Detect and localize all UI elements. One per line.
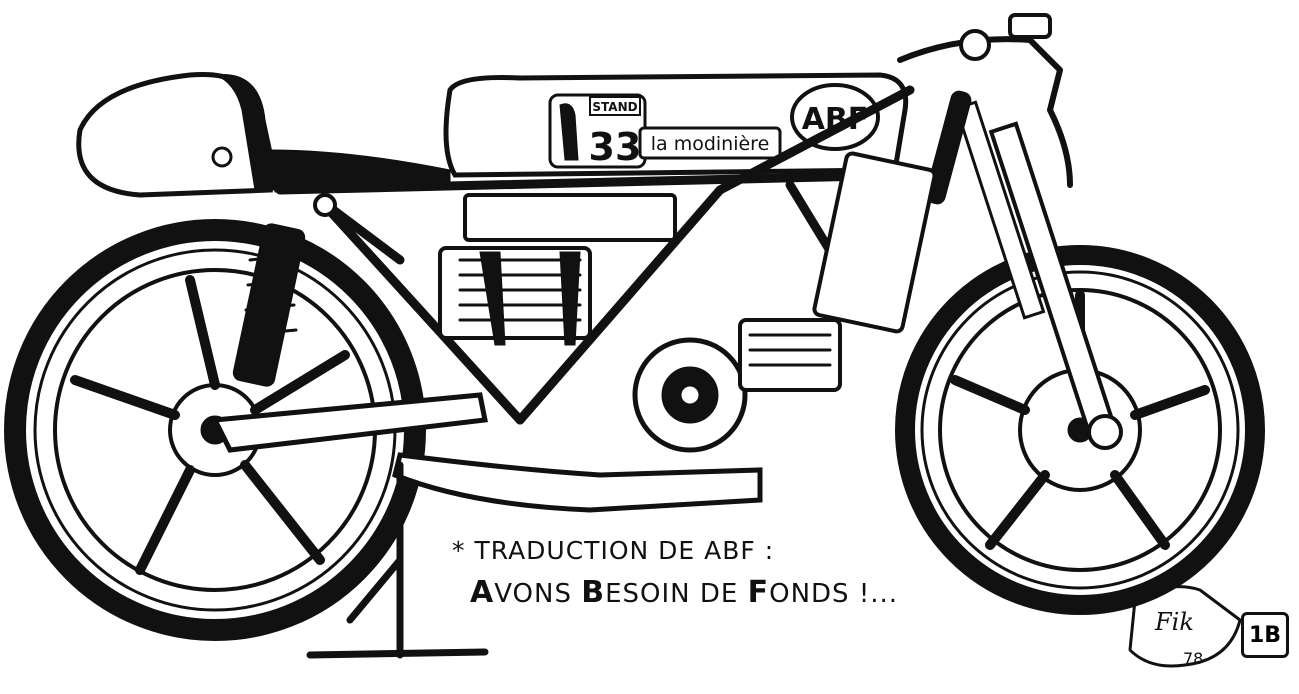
signature: Fik 78 xyxy=(1128,585,1242,668)
tank-stand-number: 33 xyxy=(589,125,642,169)
exhaust xyxy=(392,452,763,513)
caption-word-avons: VONS xyxy=(494,579,582,609)
caption-word-fonds: ONDS !... xyxy=(769,579,899,609)
caption-initial-b: B xyxy=(581,575,606,610)
caption-initial-a: A xyxy=(470,575,495,610)
tank-sponsor: la modinière xyxy=(651,133,770,155)
caption-line-2: AVONS BESOIN DE FONDS !... xyxy=(470,575,898,610)
plate-number-badge: 1B xyxy=(1241,612,1289,658)
front-wheel xyxy=(895,245,1265,615)
caption-initial-f: F xyxy=(747,575,770,610)
signature-name: Fik xyxy=(1154,608,1194,636)
signature-year: 78 xyxy=(1183,649,1203,668)
front-fork xyxy=(954,100,1123,450)
seat-tail xyxy=(76,71,451,198)
handlebar xyxy=(897,13,1073,205)
paddock-stand xyxy=(306,461,489,659)
rear-wheel xyxy=(4,219,426,641)
engine xyxy=(438,151,937,453)
caption-word-besoin: ESOIN DE xyxy=(605,579,748,609)
swingarm xyxy=(211,193,488,453)
tank-stand-label: STAND xyxy=(592,100,637,114)
caption-line-1: * TRADUCTION DE ABF : xyxy=(452,536,775,565)
